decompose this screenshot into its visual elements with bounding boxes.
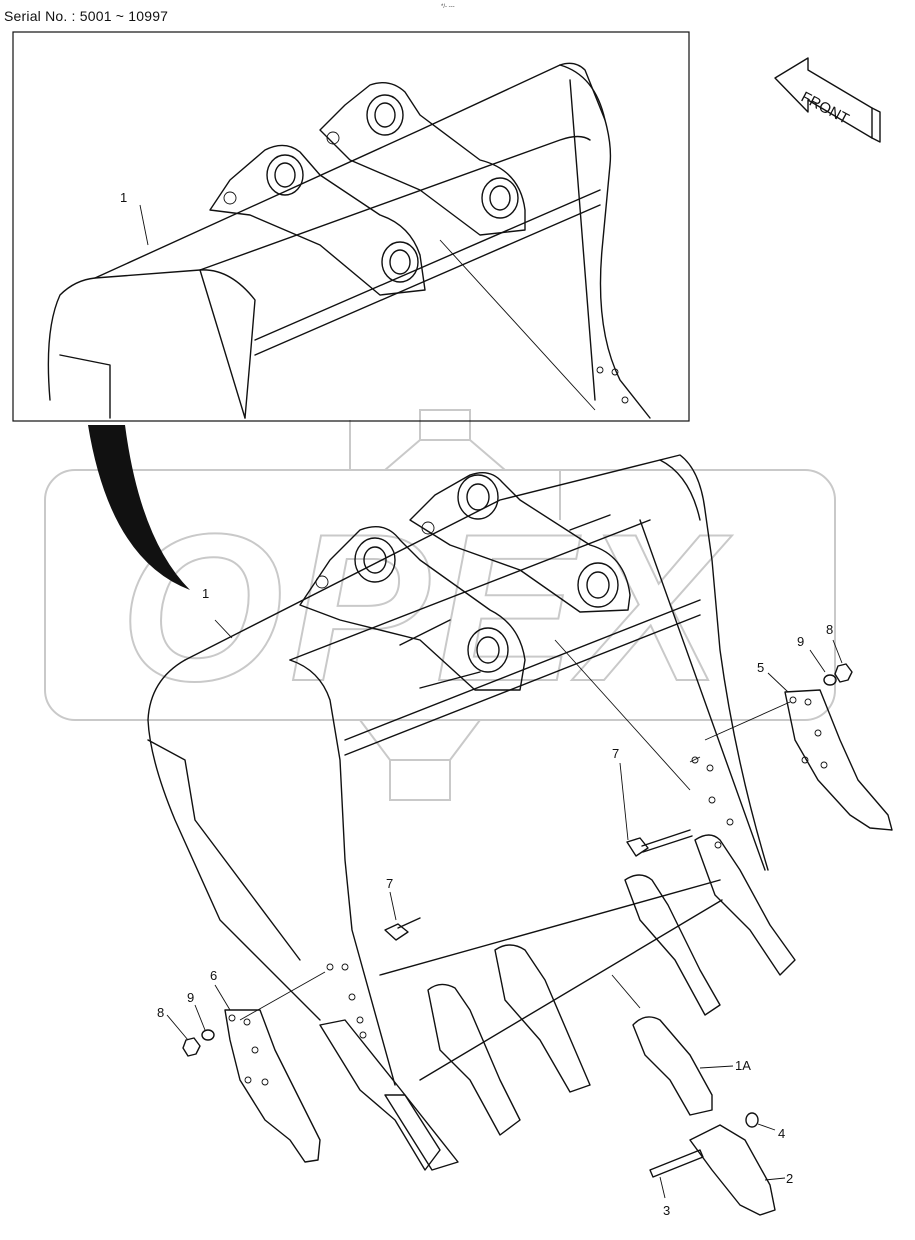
- inset-connector: [88, 425, 190, 590]
- callout-8b: 8: [157, 1005, 164, 1020]
- callout-7b: 7: [386, 876, 393, 891]
- callout-4: 4: [778, 1126, 785, 1141]
- callout-1A: 1A: [735, 1058, 751, 1073]
- inset-frame: [12, 31, 690, 422]
- callout-5: 5: [757, 660, 764, 675]
- lock-ring-4: [745, 1112, 776, 1131]
- side-cutter-left-6: [214, 971, 326, 1163]
- serial-number-label: Serial No. : 5001 ~ 10997: [4, 8, 169, 24]
- front-label: FRONT: [798, 89, 852, 128]
- pin-3: [649, 1149, 704, 1199]
- washer-9-right: [823, 674, 837, 686]
- bucket-teeth: [319, 834, 796, 1171]
- callout-6: 6: [210, 968, 217, 983]
- tooth-point-2: [689, 1124, 786, 1216]
- bolt-7-left: [384, 891, 421, 941]
- callout-9a: 9: [797, 634, 804, 649]
- tooth-adapter-1A: [611, 974, 734, 1116]
- callout-8a: 8: [826, 622, 833, 637]
- front-arrow-icon: FRONT: [774, 57, 881, 143]
- callout-2: 2: [786, 1171, 793, 1186]
- header-mark: */- ---: [441, 4, 455, 10]
- washer-9-left: [201, 1029, 215, 1041]
- main-bucket: [147, 454, 769, 1086]
- nut-8-right: [834, 663, 853, 683]
- callout-inset-1: 1: [120, 190, 127, 205]
- callout-7a: 7: [612, 746, 619, 761]
- callout-main-1: 1: [202, 586, 209, 601]
- nut-8-left: [182, 1037, 201, 1057]
- bolt-7-right: [619, 756, 701, 857]
- side-cutter-right-5: [704, 672, 893, 831]
- inset-bucket: [47, 62, 651, 419]
- callout-3: 3: [663, 1203, 670, 1218]
- callout-9b: 9: [187, 990, 194, 1005]
